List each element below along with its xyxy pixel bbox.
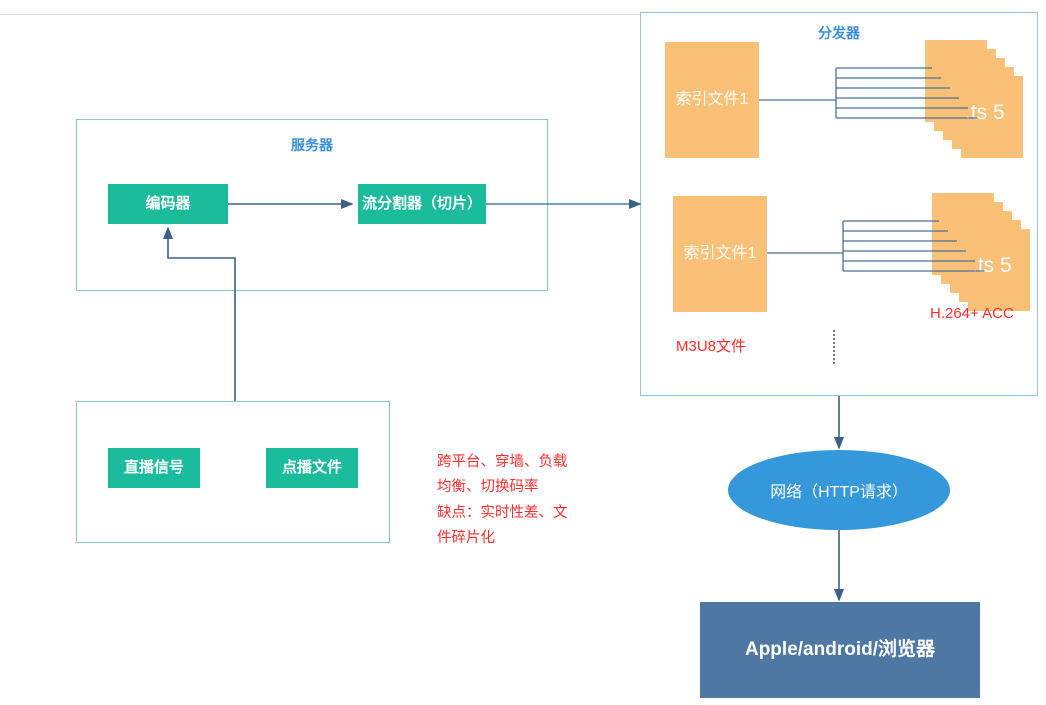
- distributor-title: 分发器: [818, 25, 860, 41]
- slicer-node[interactable]: 流分割器（切片）: [358, 184, 486, 224]
- drawbacks-note: 缺点：实时性差、文 件碎片化: [437, 505, 568, 546]
- index-file-node-2[interactable]: 索引文件1: [673, 196, 767, 312]
- server-container: [76, 119, 548, 291]
- m3u8-label: M3U8文件: [676, 338, 747, 355]
- ts-stack-2[interactable]: [932, 193, 1032, 311]
- index-file-node-1[interactable]: 索引文件1: [665, 42, 759, 158]
- ts-stack-1[interactable]: [925, 40, 1025, 158]
- live-signal-node[interactable]: 直播信号: [108, 448, 200, 488]
- ellipsis-dots: [833, 330, 835, 364]
- clients-node[interactable]: Apple/android/浏览器: [700, 602, 980, 698]
- sources-container: [76, 401, 390, 543]
- network-node[interactable]: 网络（HTTP请求）: [728, 450, 950, 530]
- ts-sheet: [961, 76, 1023, 158]
- ts-sheet: [968, 229, 1030, 311]
- codec-label: H.264+ ACC: [930, 305, 1014, 322]
- encoder-node[interactable]: 编码器: [108, 184, 228, 224]
- server-title: 服务器: [291, 137, 333, 153]
- vod-file-node[interactable]: 点播文件: [266, 448, 358, 488]
- top-divider-rule: [0, 14, 640, 15]
- advantages-note: 跨平台、穿墙、负载 均衡、切换码率: [437, 454, 568, 495]
